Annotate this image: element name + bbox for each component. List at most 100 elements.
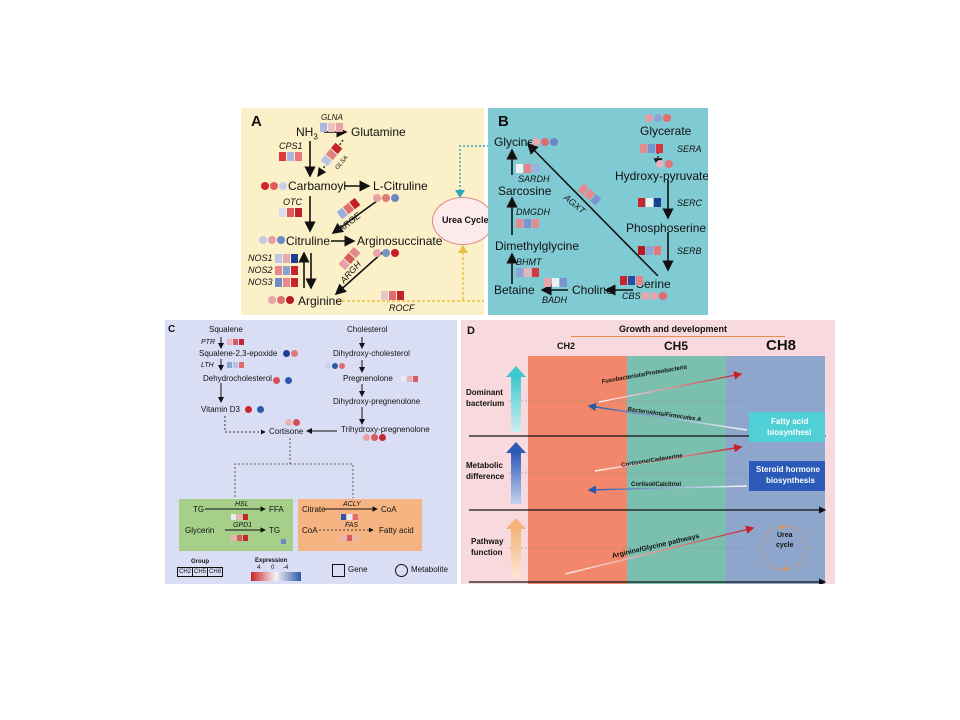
gene-bhmt: BHMT (516, 257, 542, 267)
c-box-lipogenesis (298, 499, 422, 551)
node-glycine: Glycine (494, 135, 535, 149)
panel-a-label: A (251, 113, 262, 130)
c-heatmap-gpd1 (231, 535, 248, 541)
dots-carbamoyl (261, 182, 287, 190)
heatmap-nos3 (275, 278, 298, 287)
gene-sera: SERA (677, 144, 702, 154)
arrow-metabolic-difference (511, 452, 521, 504)
c-gene-ptr: PTR (201, 339, 215, 346)
node-glutamine: Glutamine (351, 125, 406, 139)
legend-group-ch8: CH8 (209, 569, 222, 575)
heatmap-bhmt (516, 268, 539, 277)
legend-group-title: Group (191, 559, 209, 565)
c-heatmap-fas (341, 535, 358, 541)
box-fatty-acid (749, 412, 825, 442)
row-1-label-line2: bacterium (466, 399, 505, 408)
heatmap-cps1 (279, 152, 302, 161)
c-box-lipolysis (179, 499, 293, 551)
c-coa1: CoA (381, 505, 397, 514)
heatmap-serb (638, 246, 661, 255)
heatmap-serc (638, 198, 661, 207)
panel-b: B Glycine Glycerate SERA Hydroxy-pyruvat… (488, 108, 708, 315)
node-dimethylglycine: Dimethylglycine (495, 239, 580, 253)
c-dots-dihydroxychol (325, 363, 345, 369)
urea-cycle-label: Urea Cycle (442, 215, 489, 225)
heatmap-badh (544, 278, 567, 287)
heatmap-otc (279, 208, 302, 217)
c-fattyacid: Fatty acid (379, 526, 414, 535)
arrow-pathway-function-head (506, 518, 526, 529)
arrow-pathway-function (511, 528, 521, 578)
gene-cps1: CPS1 (279, 141, 303, 151)
heatmap-dmgdh (516, 219, 539, 228)
legend-scale-max: 4 (257, 565, 261, 571)
column-ch8-label: CH8 (766, 337, 797, 354)
node-citruline: Citruline (286, 234, 331, 248)
box-steroid-hormone-line1: Steroid hormone (756, 465, 821, 474)
dots-glycine (532, 138, 558, 146)
gene-otc: OTC (283, 197, 302, 207)
c-mark-tg2 (281, 539, 286, 544)
gene-nos3: NOS3 (248, 277, 273, 287)
row-3-label-line2: function (471, 548, 503, 557)
panel-b-label: B (498, 113, 509, 130)
c-dots-trihydroxypreg (363, 434, 386, 441)
c-dots-dehydro (273, 377, 292, 384)
legend-group-ch5: CH5 (194, 568, 209, 576)
c-heatmap-pregnenolone (401, 376, 418, 382)
urea-cycle-d-line1: Urea (777, 532, 793, 539)
node-arginosuccinate: Arginosuccinate (357, 234, 443, 248)
dots-arginine (268, 296, 294, 304)
legend-metabolite-label: Metabolite (411, 565, 448, 574)
gene-badh: BADH (542, 295, 568, 305)
panel-c: C Squalene PTR Squalene-2,3-epoxide LTH … (165, 320, 457, 584)
heatmap-rocf (381, 291, 404, 300)
gene-dmgdh: DMGDH (516, 207, 550, 217)
c-coa2: CoA (302, 526, 318, 535)
heatmap-cbs (620, 276, 643, 285)
c-trihydroxypreg: Trihydroxy-pregnenolone (341, 425, 430, 434)
legend-gene-square (332, 564, 345, 577)
heatmap-nos1 (275, 254, 298, 263)
panel-b-arrows (506, 142, 674, 296)
dots-citruline (259, 236, 285, 244)
heatmap-sera (640, 144, 663, 153)
node-choline: Choline (572, 283, 613, 297)
gene-nos1: NOS1 (248, 253, 273, 263)
node-nh3: NH3 (296, 125, 318, 142)
row-2-label-line2: difference (466, 472, 505, 481)
node-sarcosine: Sarcosine (498, 184, 552, 198)
c-ffa: FFA (269, 505, 284, 514)
legend-expression-bar (251, 572, 301, 581)
panel-d-label: D (467, 325, 475, 337)
gene-serc: SERC (677, 198, 703, 208)
panel-d-arrows (469, 371, 827, 584)
dots-arginosuccinate (373, 249, 399, 257)
c-dots-epoxide (283, 350, 298, 357)
c-gene-gpd1: GPD1 (233, 522, 253, 529)
node-hydroxypyruvate: Hydroxy-pyruvate (615, 169, 708, 183)
c-dots-cortisone (285, 419, 300, 426)
c-box-arrows-2 (319, 506, 378, 533)
gene-sardh: SARDH (518, 174, 550, 184)
node-carbamoyl: Carbamoyl (288, 179, 347, 193)
node-glycerate: Glycerate (640, 124, 692, 138)
c-dehydro: Dehydrocholesterol (203, 374, 272, 383)
c-gene-acly: ACLY (343, 501, 361, 508)
legend-gene-label: Gene (348, 565, 368, 574)
c-squalene: Squalene (209, 325, 243, 334)
c-gene-hsl: HSL (235, 501, 249, 508)
box-steroid-hormone (749, 461, 825, 491)
legend-scale-mid: 0 (271, 565, 275, 571)
c-tg1: TG (193, 505, 205, 514)
panel-d: D Growth and development CH2 CH5 CH8 (461, 320, 835, 584)
c-dihydroxychol: Dihydroxy-cholesterol (333, 349, 410, 358)
legend-group-ch2: CH2 (179, 568, 194, 576)
c-cortisone: Cortisone (269, 427, 304, 436)
node-betaine: Betaine (494, 283, 535, 297)
c-epoxide: Squalene-2,3-epoxide (199, 349, 278, 358)
c-tg2: TG (269, 526, 281, 535)
dots-glycerate (645, 114, 671, 122)
heatmap-sardh (516, 164, 539, 173)
gene-nos2: NOS2 (248, 265, 273, 275)
